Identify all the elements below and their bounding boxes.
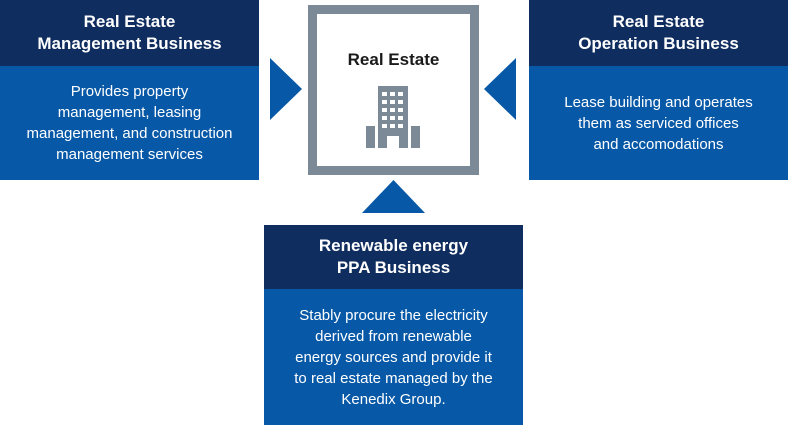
description-line: them as serviced offices (578, 114, 739, 132)
office-building-icon (366, 86, 420, 148)
real-estate-management-description: Provides property management, leasing ma… (0, 66, 259, 180)
description-line: Kenedix Group. (341, 390, 446, 408)
description-line: to real estate managed by the (294, 369, 493, 387)
renewable-energy-ppa-title-line2: PPA Business (336, 258, 451, 277)
description-line: Lease building and operates (564, 93, 753, 111)
description-line: management, leasing (57, 104, 202, 121)
real-estate-center-title: Real Estate (347, 50, 440, 69)
renewable-energy-ppa-description: Stably procure the electricity derived f… (264, 289, 523, 425)
description-line: energy sources and provide it (295, 348, 492, 366)
real-estate-management-header: Real Estate Management Business (0, 0, 259, 66)
arrow-right-icon (270, 58, 302, 120)
description-line: Provides property (70, 83, 189, 100)
renewable-energy-ppa-title-line1: Renewable energy (318, 236, 469, 255)
real-estate-management-title-line2: Management Business (37, 34, 222, 53)
real-estate-management-box: Real Estate Management Business Provides… (0, 0, 259, 180)
real-estate-management-title-line1: Real Estate (83, 12, 176, 31)
description-line: Stably procure the electricity (299, 306, 488, 324)
arrow-up-icon (362, 180, 425, 213)
real-estate-operation-box: Real Estate Operation Business Lease bui… (529, 0, 788, 180)
real-estate-operation-title-line1: Real Estate (612, 12, 705, 31)
real-estate-operation-header: Real Estate Operation Business (529, 0, 788, 66)
real-estate-center-box: Real Estate (308, 5, 479, 175)
description-line: and accomodations (593, 135, 724, 153)
renewable-energy-ppa-header: Renewable energy PPA Business (264, 225, 523, 289)
real-estate-operation-description: Lease building and operates them as serv… (529, 66, 788, 180)
description-line: management, and construction (26, 125, 233, 142)
arrow-left-icon (484, 58, 516, 120)
description-line: derived from renewable (315, 327, 472, 345)
real-estate-operation-title-line2: Operation Business (578, 34, 739, 53)
description-line: management services (56, 146, 203, 163)
renewable-energy-ppa-box: Renewable energy PPA Business Stably pro… (264, 225, 523, 425)
